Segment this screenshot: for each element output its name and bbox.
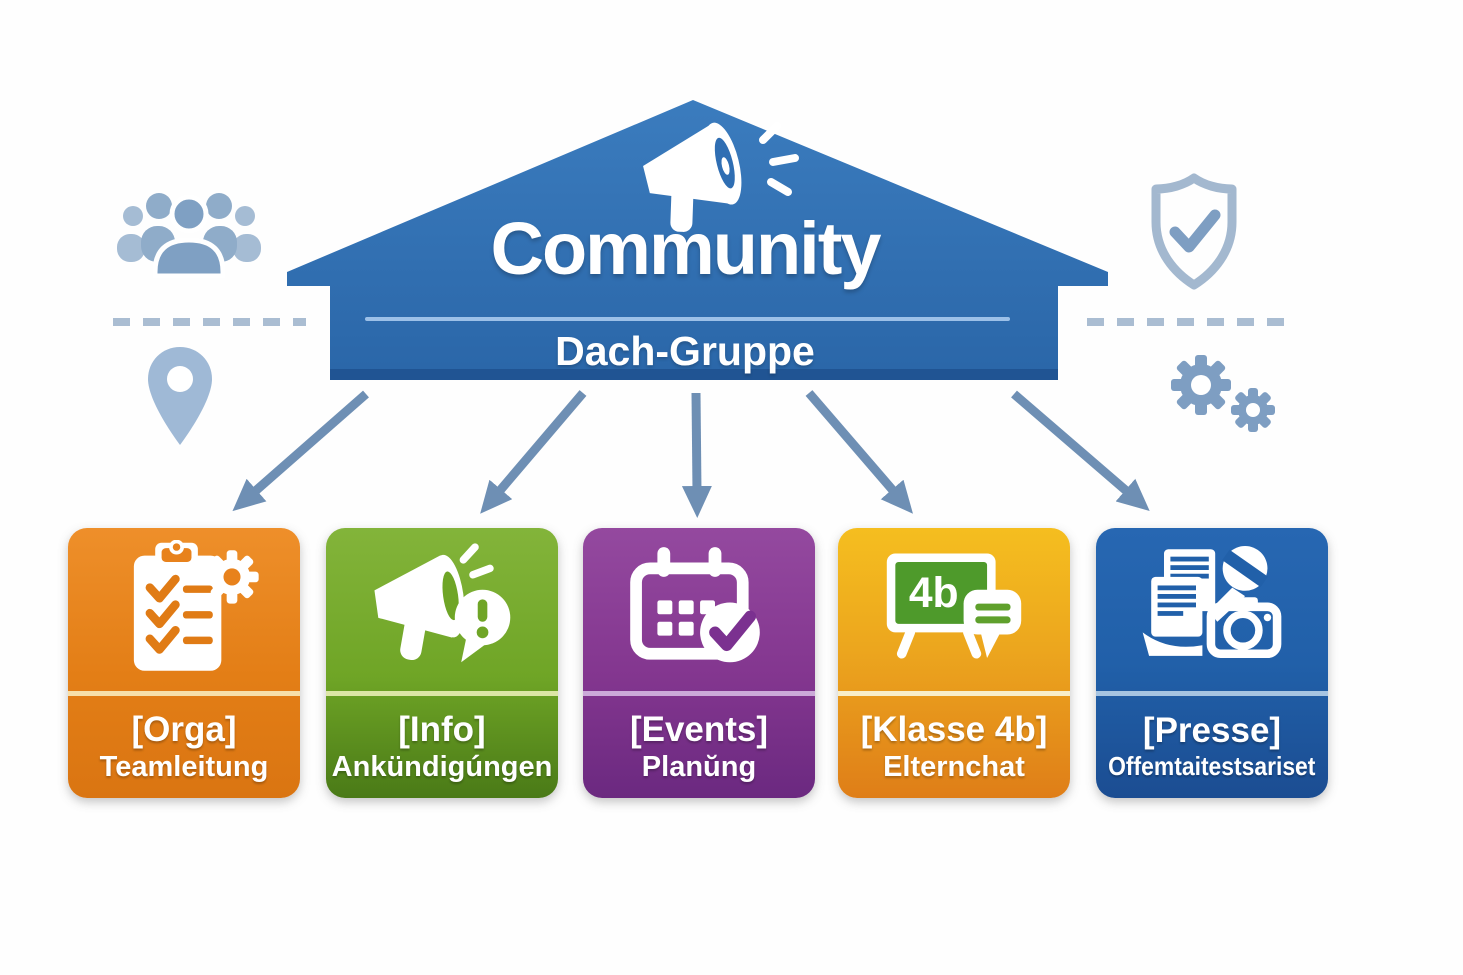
card-divider [68,691,300,696]
card-icon-zone [326,528,558,692]
card-label-zone: [Klasse 4b] Elternchat [838,696,1070,798]
card-divider [1096,691,1328,696]
group-tag: [Info] [398,709,486,749]
group-tag: [Events] [629,709,769,749]
card-icon-zone [1096,528,1328,692]
card-label-zone: [Info] Ankündigúngen [326,696,558,798]
megaphone-alert-icon [374,543,511,663]
press-media-icon [1142,546,1282,658]
card-divider [583,691,815,696]
calendar-check-icon [630,547,760,663]
clipboard-checklist-gear-icon [133,540,259,671]
root-title-divider [365,317,1010,321]
group-name: Elternchat [883,750,1025,783]
board-label: 4b [909,569,959,617]
people-group-icon [117,193,261,279]
arrow-to-klasse [805,390,913,514]
card-label-zone: [Presse] Offemtaitestsariset [1096,696,1328,798]
location-pin-icon [148,347,212,445]
group-card-klasse-4b: 4b [Klasse 4b] Elternchat [838,528,1070,798]
card-icon-zone: 4b [838,528,1070,692]
card-icon-zone [68,528,300,692]
megaphone-icon [643,122,799,232]
group-card-presse: [Presse] Offemtaitestsariset [1096,528,1328,798]
card-label-zone: [Events] Planŭng [583,696,815,798]
group-card-info: [Info] Ankündigúngen [326,528,558,798]
arrow-to-info [480,390,587,514]
shield-check-icon [1151,173,1237,290]
gears-icon [1171,355,1275,432]
group-card-orga: [Orga] Teamleitung [68,528,300,798]
root-group-subtitle: Dach-Gruppe [555,328,815,374]
arrows [232,390,1150,518]
card-divider [326,691,558,696]
group-tag: [Presse] [1142,711,1282,751]
root-group-house: Community Dach-Gruppe [270,88,1120,390]
group-name: Teamleitung [99,750,269,783]
group-name: Ankündigúngen [331,750,553,783]
root-group-title: Community [490,207,882,290]
house-shape [287,100,1108,380]
arrow-to-events [681,392,712,518]
card-icon-zone [583,528,815,692]
group-tag: [Klasse 4b] [860,709,1048,749]
card-label-zone: [Orga] Teamleitung [68,696,300,798]
group-name: Planŭng [641,750,757,783]
card-divider [838,691,1070,696]
group-card-events: [Events] Planŭng [583,528,815,798]
arrow-to-orga [232,390,369,512]
arrow-to-presse [1011,390,1150,511]
chalkboard-chat-icon: 4b [886,553,1022,659]
group-tag: [Orga] [131,709,237,749]
group-name: Offemtaitestsariset [1108,751,1316,782]
